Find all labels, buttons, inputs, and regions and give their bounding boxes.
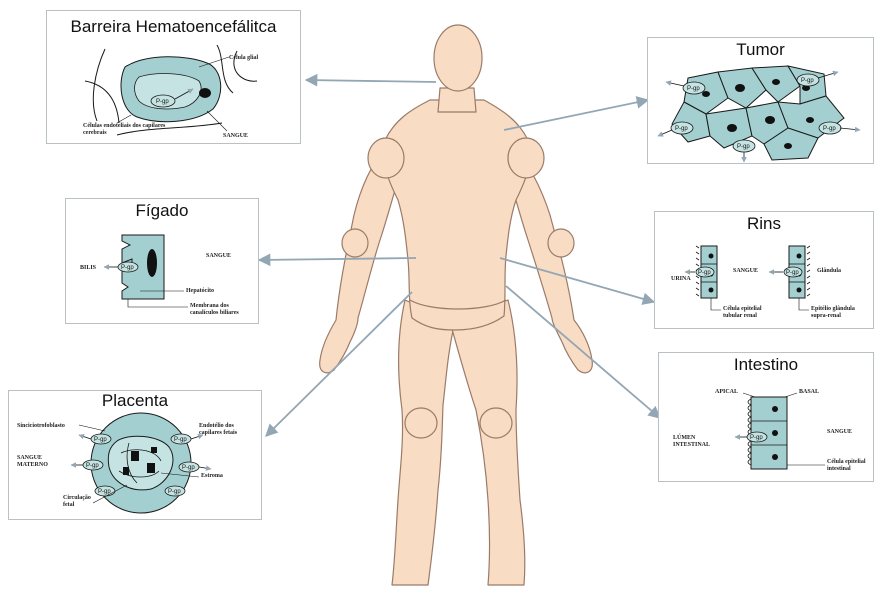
panel-intestino: Intestino P-gp APICAL BASAL LÚMEN INTEST… [658,352,874,482]
label-sangue: SANGUE [223,133,248,140]
panel-placenta: Placenta P-gp P-gp P-gp [8,390,262,520]
pgp-label: P-gp [687,86,700,92]
panel-bhe: Barreira Hematoencefálitca P-gp Célula g… [46,10,301,144]
pgp-label: P-gp [675,126,688,132]
arrow-to-tumor [504,100,648,130]
left-shoulder [368,138,404,178]
label-sangue: SANGUE [733,268,758,275]
label-tubular: Célula epitelial tubular renal [723,306,781,320]
label-endotelio: Endotélio dos capilares fetais [199,423,257,437]
right-leg [450,300,525,585]
label-circulacao: Circulação fetal [63,495,103,509]
left-elbow [342,229,368,257]
label-urina: URINA [671,276,691,283]
left-knee [405,408,437,438]
arrow-to-bhe [306,80,436,82]
torso [383,100,530,330]
pgp-label: P-gp [698,270,711,276]
label-celula-glial: Célula glial [229,55,258,62]
label-estroma: Estroma [201,473,223,480]
label-hepatocito: Hepatócito [186,288,214,295]
arrow-to-figado [259,258,416,260]
label-glandula: Glândula [817,268,841,275]
pgp-label: P-gp [174,437,187,443]
pgp-label: P-gp [168,489,181,495]
label-membrana: Membrana dos canalículos biliares [190,303,256,317]
label-suprarrenal: Epitélio glândula supra-renal [811,306,871,320]
pgp-label: P-gp [121,265,134,271]
label-sangue: SANGUE [827,429,852,436]
panel-rins: Rins P-gp P-gp [654,211,874,329]
pgp-label: P-gp [182,465,195,471]
right-shoulder [508,138,544,178]
left-arm [320,148,398,373]
label-sinciciotrofoblasto: Sinciciotrofoblasto [17,423,65,430]
right-elbow [548,229,574,257]
label-endoteliais: Células endoteliais dos capilares cerebr… [83,123,175,137]
tumor-illustration: P-gp P-gp P-gp P-gp P-gp [648,38,874,164]
left-leg [392,300,455,585]
label-sangue: SANGUE [206,253,231,260]
pgp-label: P-gp [786,270,799,276]
label-sangue-materno: SANGUE MATERNO [17,455,57,469]
label-lumen: LÚMEN INTESTINAL [673,435,713,449]
arrow-to-rins [500,258,654,302]
right-knee [480,408,512,438]
label-bilis: BILIS [80,265,96,272]
pgp-label: P-gp [156,99,169,105]
pgp-label: P-gp [737,144,750,150]
pgp-label: P-gp [801,78,814,84]
pgp-label: P-gp [94,437,107,443]
panel-tumor: Tumor [647,37,874,164]
pgp-label: P-gp [823,126,836,132]
label-basal: BASAL [799,389,819,396]
label-apical: APICAL [715,389,738,396]
label-celula: Célula epitelial intestinal [827,459,874,473]
pgp-label: P-gp [86,463,99,469]
neck [438,88,476,112]
panel-figado: Fígado P-gp BILIS SANGUE Hepatócito Memb… [65,198,259,324]
arrow-to-intestino [506,286,660,418]
head [434,25,482,91]
human-body-figure [320,25,593,585]
pgp-label: P-gp [750,435,763,441]
